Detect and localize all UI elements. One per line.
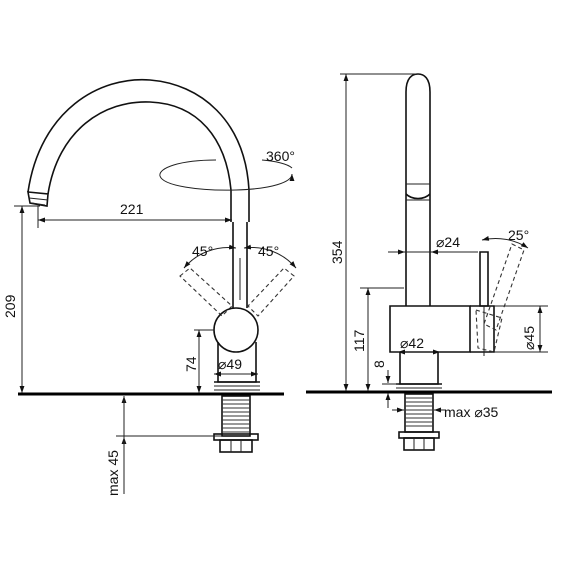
hole-diameter-label: max ⌀35 (444, 404, 499, 420)
handle-diameter-label: ⌀45 (521, 326, 537, 350)
lever-angle-left-label: 45° (192, 243, 213, 259)
body-height-label: 74 (183, 356, 199, 372)
spout-tip-ring (28, 197, 49, 201)
spout-outlet (31, 202, 46, 206)
lever-handle-side (479, 251, 489, 307)
body-diameter-label: ⌀49 (218, 356, 242, 372)
lever-tilted-dashed-base (475, 309, 503, 353)
reach-label: 221 (120, 201, 144, 217)
counter-thickness-label: max 45 (105, 450, 121, 496)
shank-front (213, 395, 259, 453)
total-height-label: 354 (329, 240, 345, 264)
lever-arc-left (183, 244, 237, 269)
side-view: ⌀24 25° 354 117 8 ⌀42 ⌀45 (306, 73, 552, 451)
body-lower-side (399, 352, 439, 385)
spout-tip-front (27, 191, 49, 207)
body-circle (213, 307, 259, 353)
shank-side (398, 393, 440, 451)
spout-outline-front (27, 78, 250, 222)
spout-outline-side (405, 73, 431, 306)
lever-height-label: 117 (351, 329, 367, 352)
spout-inner-front (47, 101, 232, 222)
lever-arc-right (243, 244, 297, 269)
swivel-arrow-back (261, 159, 293, 169)
lever-side-angle-label: 25° (508, 227, 529, 243)
spout-outlet-side (405, 193, 431, 200)
lever-angle-right-label: 45° (258, 243, 279, 259)
lever-right-dashed (247, 267, 295, 317)
spout-diameter-label: ⌀24 (436, 234, 460, 250)
swivel-label: 360° (266, 148, 295, 164)
lever-cap-side (470, 305, 495, 353)
lever-tilted-dashed (483, 243, 525, 331)
base-diameter-label: ⌀42 (400, 335, 424, 351)
height-label: 209 (2, 294, 18, 318)
lever-side-arc (481, 236, 529, 249)
base-height-label: 8 (371, 360, 387, 368)
front-view: 360° 45° 45° (2, 78, 297, 496)
swivel-arrow (159, 159, 295, 191)
lever-left-dashed (179, 267, 233, 317)
